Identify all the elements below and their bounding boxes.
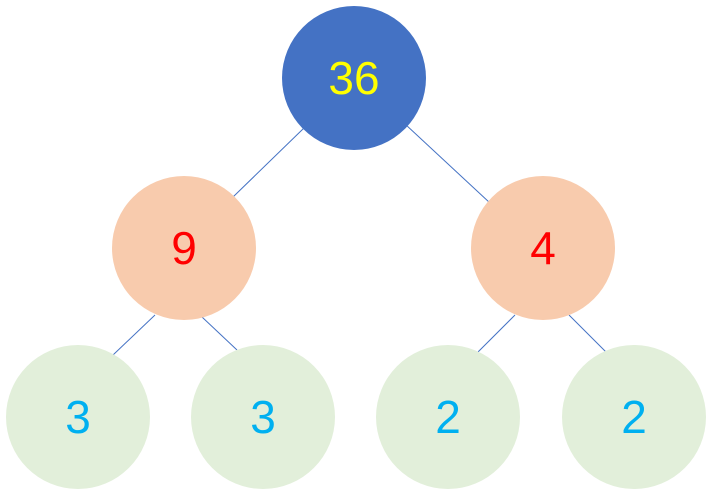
left-factor-value: 9 [171,222,197,274]
leaf-node-4: 2 [562,345,706,489]
edge-right-leaf4 [568,314,607,353]
right-factor-value: 4 [530,222,556,274]
edge-left-leaf2 [201,316,238,351]
left-factor-node: 9 [112,176,256,320]
leaf-value-2: 3 [250,391,276,443]
edge-right-leaf3 [477,314,516,353]
leaf-value-1: 3 [65,391,91,443]
root-value: 36 [328,52,380,104]
right-factor-node: 4 [471,176,615,320]
leaf-value-3: 2 [435,391,461,443]
edge-root-left [232,127,305,198]
root-node: 36 [282,6,426,150]
edge-root-right [404,123,491,204]
leaf-node-2: 3 [191,345,335,489]
leaf-value-4: 2 [621,391,647,443]
leaf-node-1: 3 [6,345,150,489]
edge-left-leaf1 [112,314,156,356]
leaf-node-3: 2 [376,345,520,489]
